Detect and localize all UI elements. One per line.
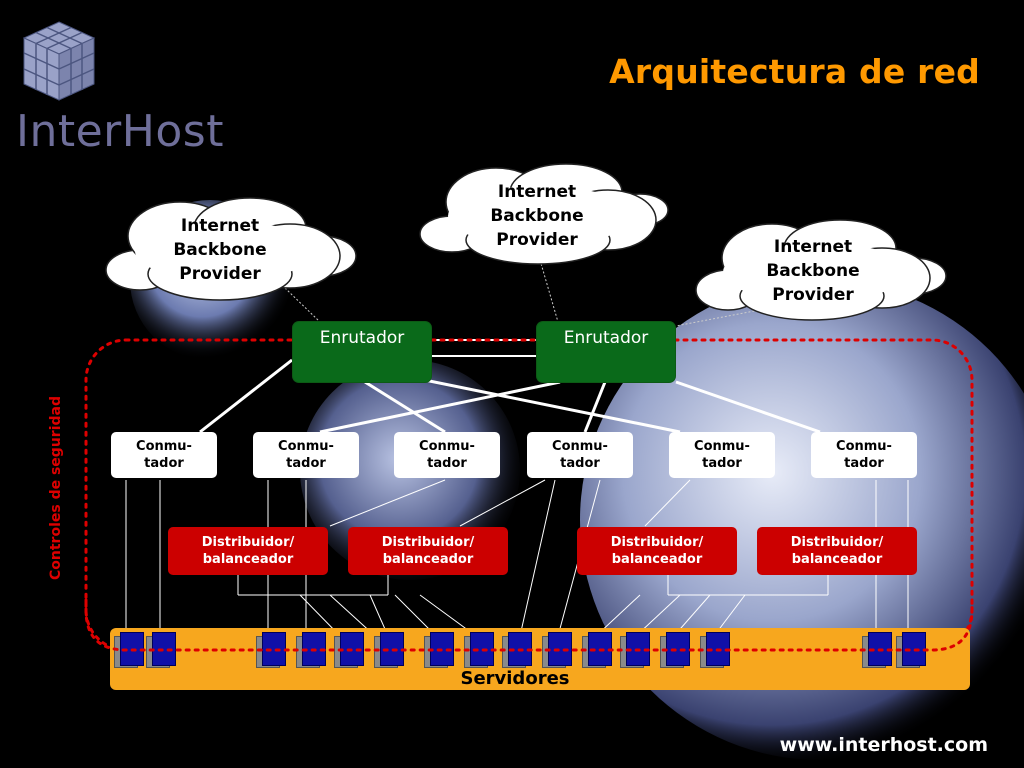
distributor-label-line: balanceador: [202, 552, 294, 567]
server-icon: [862, 632, 892, 668]
router-switch-links: [199, 358, 821, 434]
distributor-label-line: balanceador: [382, 552, 474, 567]
switch-label-line: tador: [427, 456, 467, 471]
switch-label-line: Conmu-: [552, 439, 608, 454]
switch-node-3: Conmu- tador: [394, 432, 500, 478]
server-icon: [296, 632, 326, 668]
server-icon: [114, 632, 144, 668]
cloud-label-line: Internet: [180, 216, 260, 236]
server-icon: [256, 632, 286, 668]
server-icon: [620, 632, 650, 668]
server-icon: [502, 632, 532, 668]
switch-label-line: tador: [144, 456, 184, 471]
router-interlink: [432, 339, 537, 357]
router-node-1: Enrutador: [293, 322, 431, 382]
switch-node-6: Conmu- tador: [811, 432, 917, 478]
switch-label-line: tador: [286, 456, 326, 471]
cloud-label-line: Provider: [496, 230, 578, 250]
server-icon: [896, 632, 926, 668]
distributor-node-4: Distribuidor/ balanceador: [757, 527, 917, 575]
servers-label: Servidores: [460, 668, 570, 689]
cloud-label-line: Internet: [497, 182, 577, 202]
switch-label-line: tador: [844, 456, 884, 471]
switch-node-4: Conmu- tador: [527, 432, 633, 478]
cloud-internet-backbone-2: Internet Backbone Provider: [467, 180, 607, 252]
cloud-label-line: Backbone: [490, 206, 584, 226]
cloud-label-line: Provider: [772, 285, 854, 305]
switch-label-line: tador: [560, 456, 600, 471]
switch-label-line: Conmu-: [419, 439, 475, 454]
switch-label-line: Conmu-: [278, 439, 334, 454]
security-zone-border: [84, 338, 974, 652]
switch-label-line: tador: [702, 456, 742, 471]
router-node-2: Enrutador: [537, 322, 675, 382]
server-icon: [660, 632, 690, 668]
distributor-node-3: Distribuidor/ balanceador: [577, 527, 737, 575]
page-title: Arquitectura de red: [609, 52, 980, 91]
server-icon: [542, 632, 572, 668]
footer-url-link[interactable]: www.interhost.com: [779, 734, 988, 756]
switch-node-2: Conmu- tador: [253, 432, 359, 478]
security-controls-label: Controles de seguridad: [48, 396, 64, 580]
distributor-label-line: Distribuidor/: [381, 535, 475, 550]
server-icon: [582, 632, 612, 668]
switch-label-line: Conmu-: [694, 439, 750, 454]
cloud-links: [284, 259, 771, 327]
cloud-shape: [695, 219, 947, 321]
switch-node-5: Conmu- tador: [669, 432, 775, 478]
distributor-label-line: Distribuidor/: [201, 535, 295, 550]
distributor-node-2: Distribuidor/ balanceador: [348, 527, 508, 575]
distributor-node-1: Distribuidor/ balanceador: [168, 527, 328, 575]
logo-cube-icon: [22, 21, 96, 101]
logo-wordmark: InterHost: [16, 106, 224, 157]
cloud-label-line: Internet: [773, 237, 853, 257]
cloud-label-line: Backbone: [173, 240, 267, 260]
server-icon: [700, 632, 730, 668]
server-icon: [146, 632, 176, 668]
cloud-shape: [105, 197, 357, 301]
server-icon: [424, 632, 454, 668]
switch-label-line: Conmu-: [136, 439, 192, 454]
distributor-label-line: Distribuidor/: [790, 535, 884, 550]
switch-label-line: Conmu-: [836, 439, 892, 454]
distributor-label-line: balanceador: [791, 552, 883, 567]
server-icon: [464, 632, 494, 668]
cloud-label-line: Provider: [179, 264, 261, 284]
switch-node-1: Conmu- tador: [111, 432, 217, 478]
distributor-label-line: Distribuidor/: [610, 535, 704, 550]
distributor-label-line: balanceador: [611, 552, 703, 567]
server-icon: [374, 632, 404, 668]
cloud-shape: [419, 163, 669, 265]
cloud-internet-backbone-1: Internet Backbone Provider: [150, 214, 290, 286]
cloud-label-line: Backbone: [766, 261, 860, 281]
server-icon: [334, 632, 364, 668]
cloud-internet-backbone-3: Internet Backbone Provider: [743, 235, 883, 307]
